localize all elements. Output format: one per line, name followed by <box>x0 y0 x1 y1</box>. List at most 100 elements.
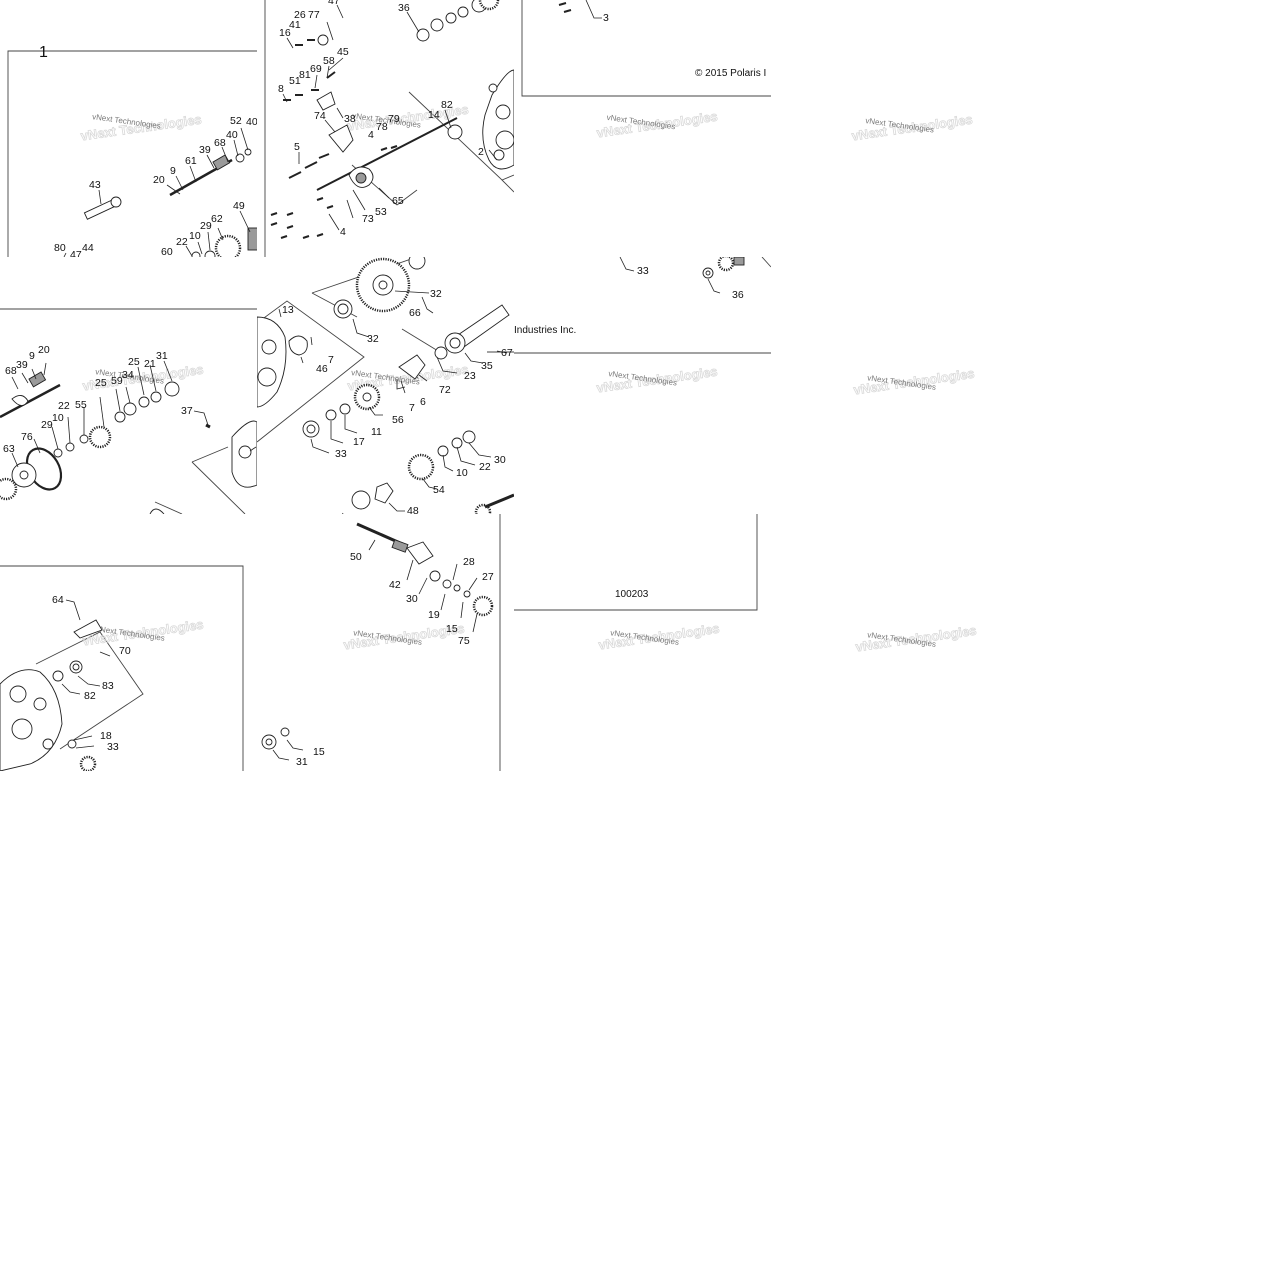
part-callout-number: 30 <box>406 593 418 605</box>
bearing-part <box>702 257 745 279</box>
part-callout-number: 8 <box>278 83 284 95</box>
gear-stack-part <box>302 383 381 438</box>
part-callout-number: 42 <box>389 579 401 591</box>
output-shaft-part <box>351 430 514 514</box>
part-callout-number: 21 <box>144 358 156 370</box>
part-callout-number: 79 <box>388 113 400 125</box>
part-callout-number: 53 <box>375 206 387 218</box>
diagram-tile-bottom-middle: vNext Technologies vNext Technologies <box>257 514 514 771</box>
part-callout-number: 60 <box>161 246 173 257</box>
part-callout-number: 17 <box>353 436 365 448</box>
diagram-tile-bottom-right: 100203 vNext Technologies vNext Technolo… <box>514 514 771 771</box>
part-callout-number: 67 <box>501 347 513 359</box>
input-shaft-part <box>434 304 510 360</box>
part-callout-number: 33 <box>637 265 649 277</box>
part-callout-number: 23 <box>464 370 476 382</box>
part-callout-number: 45 <box>337 46 349 58</box>
tile-graphic: vNext Technologies vNext Technologies <box>0 308 257 514</box>
part-callout-number: 76 <box>21 431 33 443</box>
part-callout-number: 33 <box>107 741 119 753</box>
gear-part <box>416 0 500 42</box>
large-gear-part <box>333 257 426 319</box>
case-half-part <box>0 669 63 771</box>
part-callout-number: 58 <box>323 55 335 67</box>
part-callout-number: 22 <box>479 461 491 473</box>
part-callout-number: 46 <box>316 363 328 375</box>
tile-graphic: vNext Technologies vNext Technologies 33… <box>514 257 771 396</box>
tile-graphic: vNext Technologies vNext Technologies <box>257 257 514 514</box>
part-callout-number: 7 <box>328 354 334 366</box>
part-callout-number: 15 <box>446 623 458 635</box>
part-callout-number: 37 <box>181 405 193 417</box>
part-callout-number: 31 <box>156 350 168 362</box>
seal-part <box>52 660 97 771</box>
part-callout-number: 10 <box>52 412 64 424</box>
shift-drum-part <box>316 117 458 191</box>
part-callout-number: 64 <box>52 594 64 606</box>
tile-graphic: 1 vNext Technologies vNext Technologies <box>7 44 257 257</box>
part-callout-number: 5 <box>294 141 300 153</box>
part-callout-number: 25 <box>128 356 140 368</box>
part-callout-number: 36 <box>732 289 744 301</box>
part-callout-number: 66 <box>409 307 421 319</box>
part-callout-number: 35 <box>481 360 493 372</box>
tile-graphic: vNext Technologies vNext Technologies 3 … <box>521 0 771 141</box>
part-callout-number: 68 <box>214 137 226 149</box>
shift-rod-part <box>0 371 61 419</box>
gasket-part <box>288 335 308 356</box>
part-callout-number: 34 <box>122 369 134 381</box>
part-callout-number: 72 <box>439 384 451 396</box>
part-callout-number: 65 <box>392 195 404 207</box>
diagram-tile-top-middle: vNext Technologies vNext Technologies <box>257 0 514 257</box>
part-callout-number: 56 <box>392 414 404 426</box>
shift-rod-part <box>169 148 252 197</box>
part-callout-number: 70 <box>119 645 131 657</box>
part-callout-number: 39 <box>199 144 211 156</box>
part-callout-number: 50 <box>350 551 362 563</box>
part-callout-number: 13 <box>282 304 294 316</box>
part-callout-number: 83 <box>102 680 114 692</box>
part-callout-number: 33 <box>335 448 347 460</box>
copyright-text: © 2015 Polaris I <box>695 68 766 79</box>
part-callout-number: 6 <box>420 396 426 408</box>
part-callout-number: 27 <box>482 571 494 583</box>
part-callout-number: 29 <box>200 220 212 232</box>
bearing-part <box>261 727 290 750</box>
diagram-tile-middle-right: vNext Technologies vNext Technologies 33… <box>514 257 771 514</box>
part-callout-number: 14 <box>428 109 440 121</box>
part-callout-number: 22 <box>176 236 188 248</box>
part-callout-number: 47 <box>328 0 340 7</box>
part-callout-number: 81 <box>299 69 311 81</box>
watermark-tile: vNext Technologies vNext Technologies <box>771 0 1028 257</box>
part-callout-number: 25 <box>95 377 107 389</box>
part-callout-number: 61 <box>185 155 197 167</box>
part-callout-number: 40 <box>246 116 257 128</box>
diagram-tile-middle-left: vNext Technologies vNext Technologies <box>0 257 257 514</box>
part-callout-number: 18 <box>100 730 112 742</box>
diagram-tile-top-left: 1 vNext Technologies vNext Technologies <box>0 0 257 257</box>
part-callout-number: 11 <box>371 426 382 438</box>
transmission-case-part <box>482 69 514 170</box>
part-callout-number: 80 <box>54 242 66 254</box>
cover-part <box>398 354 426 380</box>
part-callout-number: 38 <box>344 113 356 125</box>
part-callout-number: 9 <box>170 165 176 177</box>
part-callout-number: 40 <box>226 129 238 141</box>
tile-graphic: vNext Technologies vNext Technologies <box>0 565 244 771</box>
part-callout-number: 82 <box>441 99 453 111</box>
part-callout-number: 20 <box>153 174 165 186</box>
part-callout-number: 68 <box>5 365 17 377</box>
diagram-tile-center: vNext Technologies vNext Technologies <box>257 257 514 514</box>
tile-graphic: vNext Technologies vNext Technologies <box>264 0 514 257</box>
part-callout-number: 73 <box>362 213 374 225</box>
figure-number: 100203 <box>615 589 649 600</box>
part-callout-number: 15 <box>313 746 325 758</box>
part-callout-number: 51 <box>289 75 301 87</box>
group-number: 1 <box>39 44 48 61</box>
part-callout-number: 10 <box>189 230 201 242</box>
bearing-part <box>447 124 463 140</box>
shift-shaft-part <box>83 196 122 220</box>
part-callout-number: 10 <box>456 467 468 479</box>
part-callout-number: 20 <box>38 344 50 356</box>
